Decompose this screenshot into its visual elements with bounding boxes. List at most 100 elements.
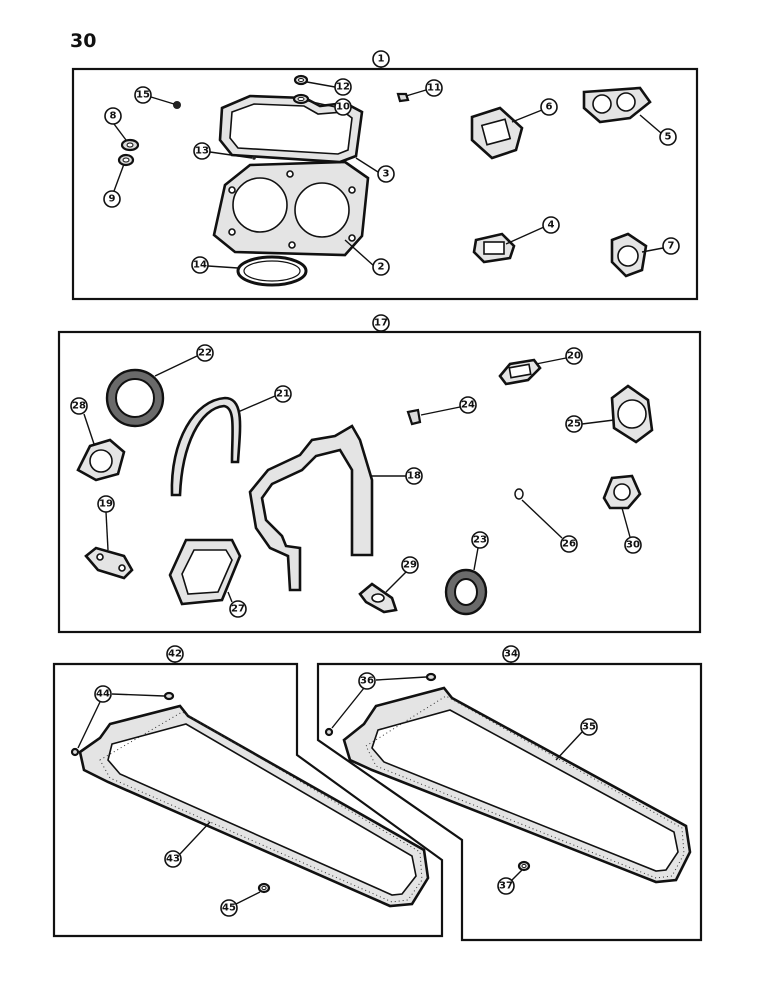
callout-12: 12 <box>306 78 352 96</box>
svg-text:5: 5 <box>665 132 672 143</box>
callout-22: 22 <box>154 344 214 377</box>
svg-text:15: 15 <box>136 90 150 101</box>
rear-main-seal <box>170 396 242 497</box>
crankshaft-seal <box>105 368 165 428</box>
svg-text:18: 18 <box>407 471 421 482</box>
pin-13 <box>252 156 256 160</box>
svg-text:35: 35 <box>582 722 596 733</box>
o-ring <box>514 488 524 500</box>
oil-pan-gasket-left <box>78 704 430 908</box>
dowel-36b <box>324 727 334 737</box>
group-label-42: 42 <box>168 649 182 660</box>
svg-text:14: 14 <box>193 260 207 271</box>
svg-text:30: 30 <box>626 540 640 551</box>
callout-43: 43 <box>164 821 211 868</box>
callout-20: 20 <box>535 347 583 365</box>
group-callout-17: 17 <box>372 314 390 332</box>
washer-9 <box>117 153 135 167</box>
svg-text:29: 29 <box>403 560 417 571</box>
svg-text:19: 19 <box>99 499 113 510</box>
group-1-frame <box>71 67 699 301</box>
svg-text:22: 22 <box>198 348 212 359</box>
svg-text:2: 2 <box>378 262 385 273</box>
svg-text:21: 21 <box>276 389 290 400</box>
gasket-19 <box>84 546 134 580</box>
callout-36: 36 <box>331 672 427 729</box>
washer-37 <box>517 860 531 872</box>
svg-text:23: 23 <box>473 535 487 546</box>
gasket-29 <box>358 582 398 614</box>
group-label-17: 17 <box>374 318 388 329</box>
callout-8: 8 <box>104 107 127 141</box>
plug-11 <box>396 92 410 103</box>
svg-text:9: 9 <box>109 194 116 205</box>
callout-6: 6 <box>511 98 558 123</box>
svg-text:13: 13 <box>195 146 209 157</box>
callout-4: 4 <box>505 216 560 245</box>
svg-text:43: 43 <box>166 854 180 865</box>
seal-ring <box>236 255 308 287</box>
callout-35: 35 <box>555 718 598 761</box>
gasket-20 <box>498 358 542 386</box>
washer-12 <box>293 74 309 86</box>
group-callout-34: 34 <box>502 645 520 664</box>
group-42-frame <box>52 662 444 938</box>
svg-text:44: 44 <box>96 689 110 700</box>
svg-text:37: 37 <box>499 881 513 892</box>
callout-14: 14 <box>191 256 239 274</box>
svg-text:3: 3 <box>383 169 390 180</box>
front-seal <box>444 568 488 616</box>
gasket-27 <box>168 538 242 606</box>
callout-25: 25 <box>565 415 615 433</box>
group-label-34: 34 <box>504 649 518 660</box>
callout-3: 3 <box>355 157 395 183</box>
group-17-frame <box>57 330 702 634</box>
gasket-25 <box>610 384 654 444</box>
svg-text:10: 10 <box>336 102 350 113</box>
washer-10 <box>292 93 310 105</box>
callout-11: 11 <box>405 79 443 97</box>
callout-27: 27 <box>227 591 247 618</box>
washer-24 <box>406 408 422 426</box>
gasket-4 <box>472 232 516 264</box>
svg-text:8: 8 <box>110 111 117 122</box>
gasket-30 <box>602 474 642 510</box>
callout-5: 5 <box>639 114 677 146</box>
svg-text:45: 45 <box>222 903 236 914</box>
callout-9: 9 <box>103 163 125 208</box>
callout-21: 21 <box>237 385 292 413</box>
svg-text:11: 11 <box>427 83 441 94</box>
callout-13: 13 <box>193 142 253 160</box>
oil-pan-gasket-right <box>342 686 692 884</box>
callout-44: 44 <box>77 685 165 749</box>
group-label-1: 1 <box>378 54 385 65</box>
svg-text:25: 25 <box>567 419 581 430</box>
svg-text:24: 24 <box>461 400 475 411</box>
svg-text:28: 28 <box>72 401 86 412</box>
svg-text:12: 12 <box>336 82 350 93</box>
svg-text:20: 20 <box>567 351 581 362</box>
callout-2: 2 <box>344 239 390 276</box>
svg-text:36: 36 <box>360 676 374 687</box>
washer-45 <box>257 882 271 894</box>
callout-29: 29 <box>385 556 419 593</box>
dowel-44a <box>163 691 175 701</box>
callout-26: 26 <box>521 499 578 553</box>
gasket-6 <box>470 106 524 160</box>
callout-7: 7 <box>641 237 680 255</box>
group-callout-42: 42 <box>166 645 184 664</box>
gasket-5 <box>582 86 652 124</box>
washer-8 <box>120 138 140 152</box>
svg-text:26: 26 <box>562 539 576 550</box>
callout-19: 19 <box>97 495 115 551</box>
callout-24: 24 <box>420 396 477 416</box>
callout-10: 10 <box>307 98 352 116</box>
callout-28: 28 <box>70 397 95 445</box>
callout-30: 30 <box>621 507 642 554</box>
dowel-44b <box>70 747 80 757</box>
timing-cover-gasket <box>248 424 374 592</box>
valve-cover-gasket <box>218 94 364 164</box>
svg-text:27: 27 <box>231 604 245 615</box>
dowel-36a <box>425 672 437 682</box>
